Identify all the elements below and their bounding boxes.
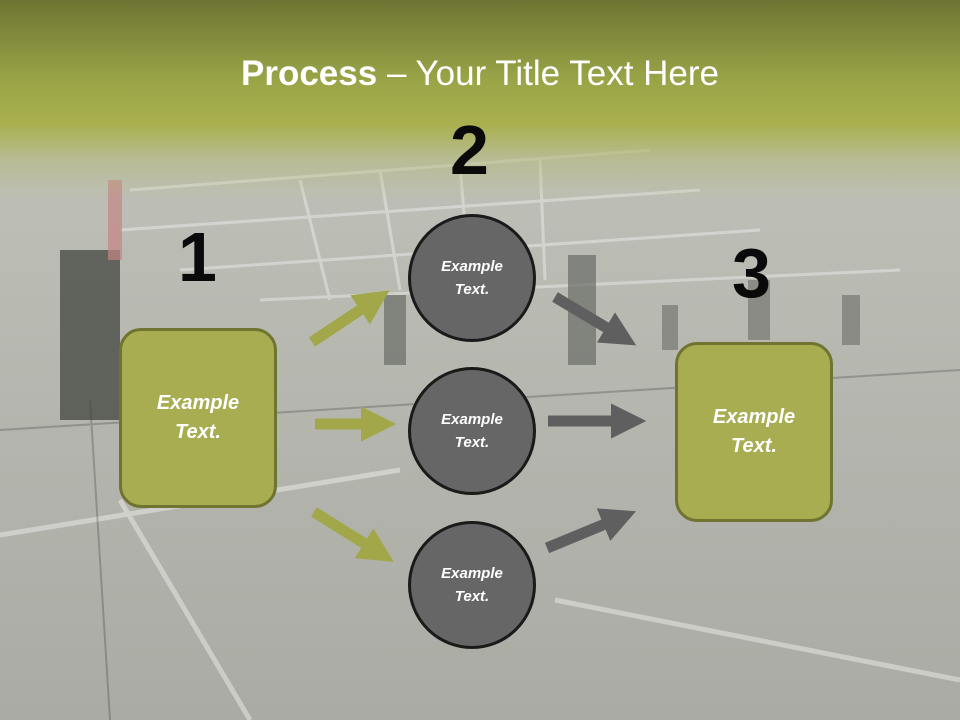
right-step-text: Example Text. [712,406,796,457]
circle-bottom: Example Text. [408,521,536,649]
title-rest: – Your Title Text Here [377,54,719,93]
left-step-text: Example Text. [156,392,240,443]
circle-middle: Example Text. [408,367,536,495]
arrow-left-to-top [308,290,390,347]
arrow-top-to-right [552,292,637,346]
right-step-box: Example Text. [675,342,833,522]
circle-top-text: Example Text. [441,258,503,298]
circle-bottom-text: Example Text. [441,565,503,605]
step-number-1: 1 [178,218,217,296]
left-step-box: Example Text. [119,328,277,508]
slide-title: Process – Your Title Text Here [0,52,960,96]
step-number-2: 2 [450,111,489,189]
arrow-left-to-bottom [311,507,394,562]
circle-top: Example Text. [408,214,536,342]
step-number-3: 3 [732,234,771,312]
arrow-bottom-to-right [544,508,637,554]
title-band [0,0,960,200]
circle-middle-text: Example Text. [441,411,503,451]
title-bold: Process [241,54,378,93]
